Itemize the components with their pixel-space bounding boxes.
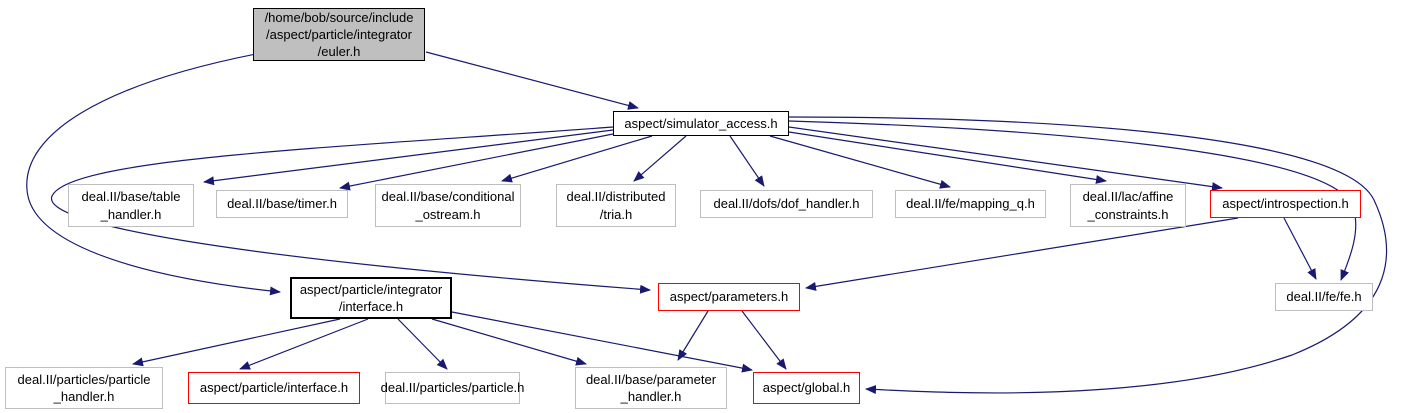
node-parameters-h[interactable]: aspect/parameters.h xyxy=(658,283,800,311)
node-global-h[interactable]: aspect/global.h xyxy=(753,372,860,404)
node-integrator-interface-h[interactable]: aspect/particle/integrator /interface.h xyxy=(290,277,452,319)
node-particle-interface-h[interactable]: aspect/particle/interface.h xyxy=(188,372,360,404)
node-table-handler-h: deal.II/base/table _handler.h xyxy=(68,184,194,227)
node-affine-constraints-h: deal.II/lac/affine _constraints.h xyxy=(1070,184,1186,227)
edge-simulator-access-to-mapping-q xyxy=(769,135,951,189)
node-tria-h: deal.II/distributed /tria.h xyxy=(556,184,676,227)
node-dof-handler-h: deal.II/dofs/dof_handler.h xyxy=(700,190,873,218)
edge-integrator-interface-to-global xyxy=(451,311,753,373)
node-parameter-handler-h: deal.II/base/parameter _handler.h xyxy=(575,367,727,409)
edge-parameters-to-global xyxy=(741,310,787,370)
node-simulator-access-h[interactable]: aspect/simulator_access.h xyxy=(613,111,789,136)
node-timer-h: deal.II/base/timer.h xyxy=(216,190,348,218)
edge-introspection-to-parameters xyxy=(805,217,1239,291)
edge-integrator-interface-to-particle-interface xyxy=(239,318,369,370)
edge-euler-to-simulator-access xyxy=(425,51,639,110)
edge-parameters-to-parameter-handler xyxy=(677,310,709,361)
edge-introspection-to-fe xyxy=(1283,217,1317,280)
edge-simulator-access-to-dof-handler xyxy=(729,135,765,187)
edge-simulator-access-to-timer xyxy=(339,133,614,191)
edge-simulator-access-to-tria xyxy=(633,135,687,182)
node-euler-h: /home/bob/source/include /aspect/particl… xyxy=(253,8,425,61)
edge-simulator-access-to-conditional-ostream xyxy=(501,135,653,183)
edge-simulator-access-to-affine-constraints xyxy=(788,131,1107,184)
node-introspection-h[interactable]: aspect/introspection.h xyxy=(1210,190,1361,218)
node-particle-handler-h: deal.II/particles/particle _handler.h xyxy=(5,367,163,409)
edge-simulator-access-to-global xyxy=(788,116,1388,394)
edge-simulator-access-to-introspection xyxy=(788,126,1223,192)
edge-simulator-access-to-fe xyxy=(788,120,1357,281)
edge-euler-to-integrator-interface xyxy=(26,53,281,296)
node-conditional-ostream-h: deal.II/base/conditional _ostream.h xyxy=(375,184,521,227)
node-particle-h: deal.II/particles/particle.h xyxy=(381,372,524,404)
edge-integrator-interface-to-particle xyxy=(397,318,448,370)
edge-simulator-access-to-parameters xyxy=(50,126,651,294)
node-fe-h: deal.II/fe/fe.h xyxy=(1275,283,1373,311)
edge-simulator-access-to-table-handler xyxy=(203,129,614,186)
edge-integrator-interface-to-particle-handler xyxy=(132,318,341,367)
node-mapping-q-h: deal.II/fe/mapping_q.h xyxy=(895,190,1046,218)
edge-integrator-interface-to-parameter-handler xyxy=(431,318,587,366)
